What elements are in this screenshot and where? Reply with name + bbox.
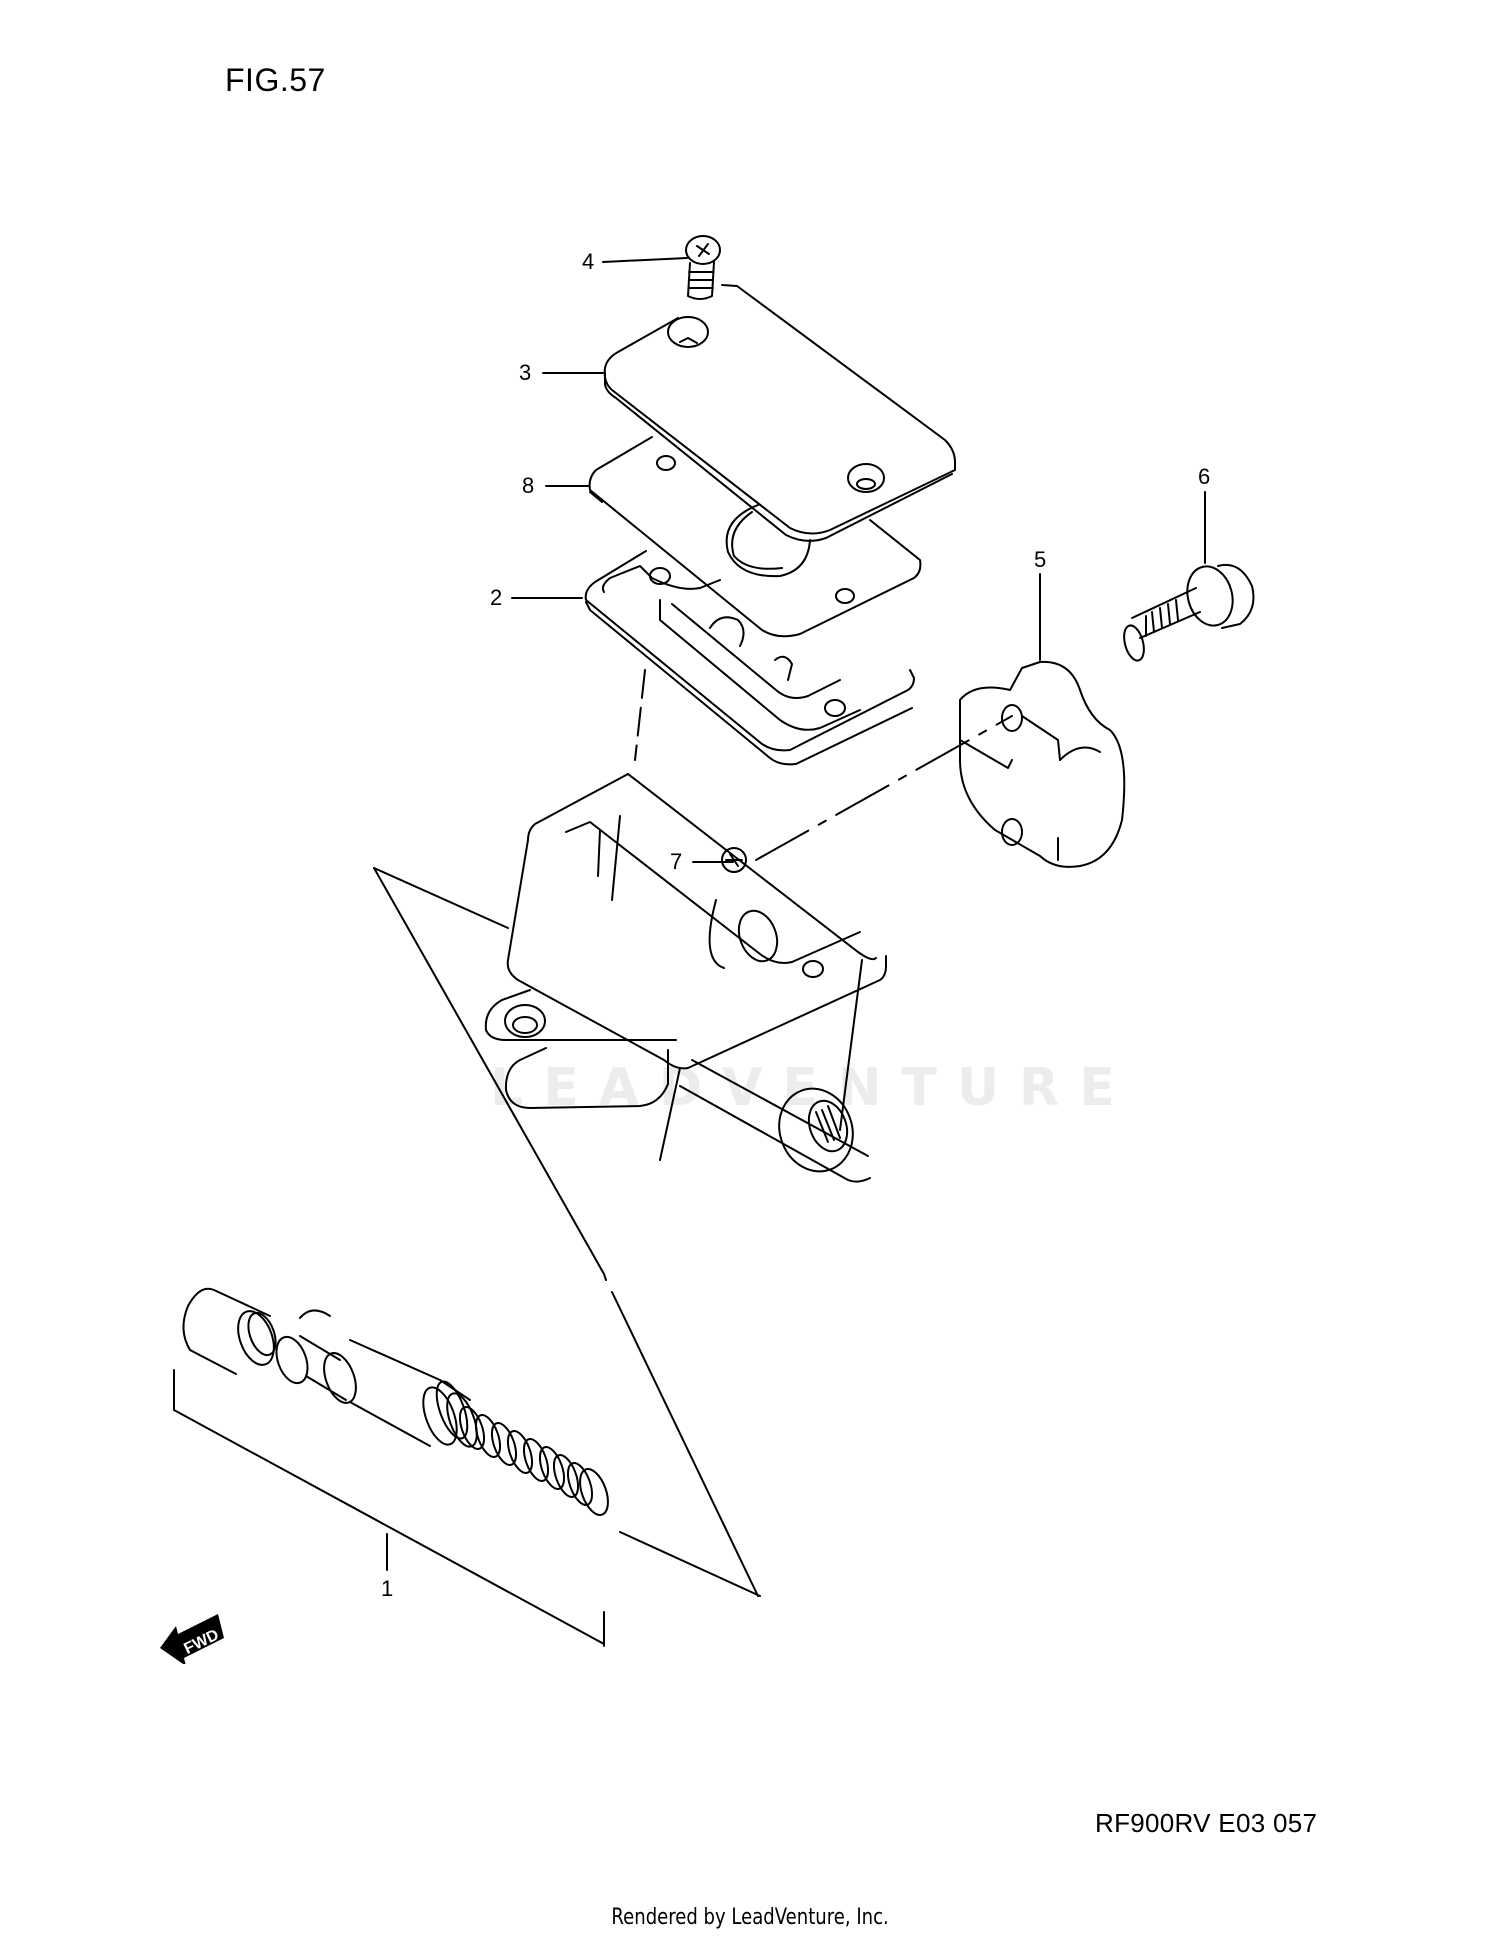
- part-2-gasket-icon: [584, 550, 915, 766]
- leadventure-watermark: LEADVENTURE: [490, 1058, 1135, 1118]
- callout-3: 3: [519, 360, 532, 385]
- part-5-clamp-icon: [959, 660, 1126, 868]
- callout-6: 6: [1198, 464, 1211, 489]
- part-1-piston-kit-icon: [173, 1287, 609, 1647]
- part-4-screw-icon: [685, 235, 721, 300]
- part-3-cover-icon: [603, 284, 956, 542]
- callout-4: 4: [582, 249, 595, 274]
- forward-arrow-icon: FWD: [160, 1614, 224, 1664]
- callout-5: 5: [1034, 547, 1047, 572]
- part-6-bolt-icon: [1123, 564, 1255, 662]
- rendered-by-footer: Rendered by LeadVenture, Inc.: [0, 1905, 1500, 1930]
- callout-1: 1: [381, 1576, 394, 1601]
- callout-8: 8: [522, 473, 535, 498]
- footer-text: Rendered by LeadVenture, Inc.: [611, 1905, 889, 1930]
- assembly-guide-triangle: [373, 867, 761, 1597]
- part-8-diaphragm-icon: [588, 436, 922, 638]
- callout-2: 2: [490, 585, 503, 610]
- master-cylinder-body-icon: [484, 773, 887, 1183]
- leader-lines: [386, 257, 1206, 1571]
- callout-7: 7: [670, 849, 683, 874]
- figure-title: FIG.57: [225, 62, 326, 98]
- model-code: RF900RV E03 057: [1095, 1808, 1318, 1838]
